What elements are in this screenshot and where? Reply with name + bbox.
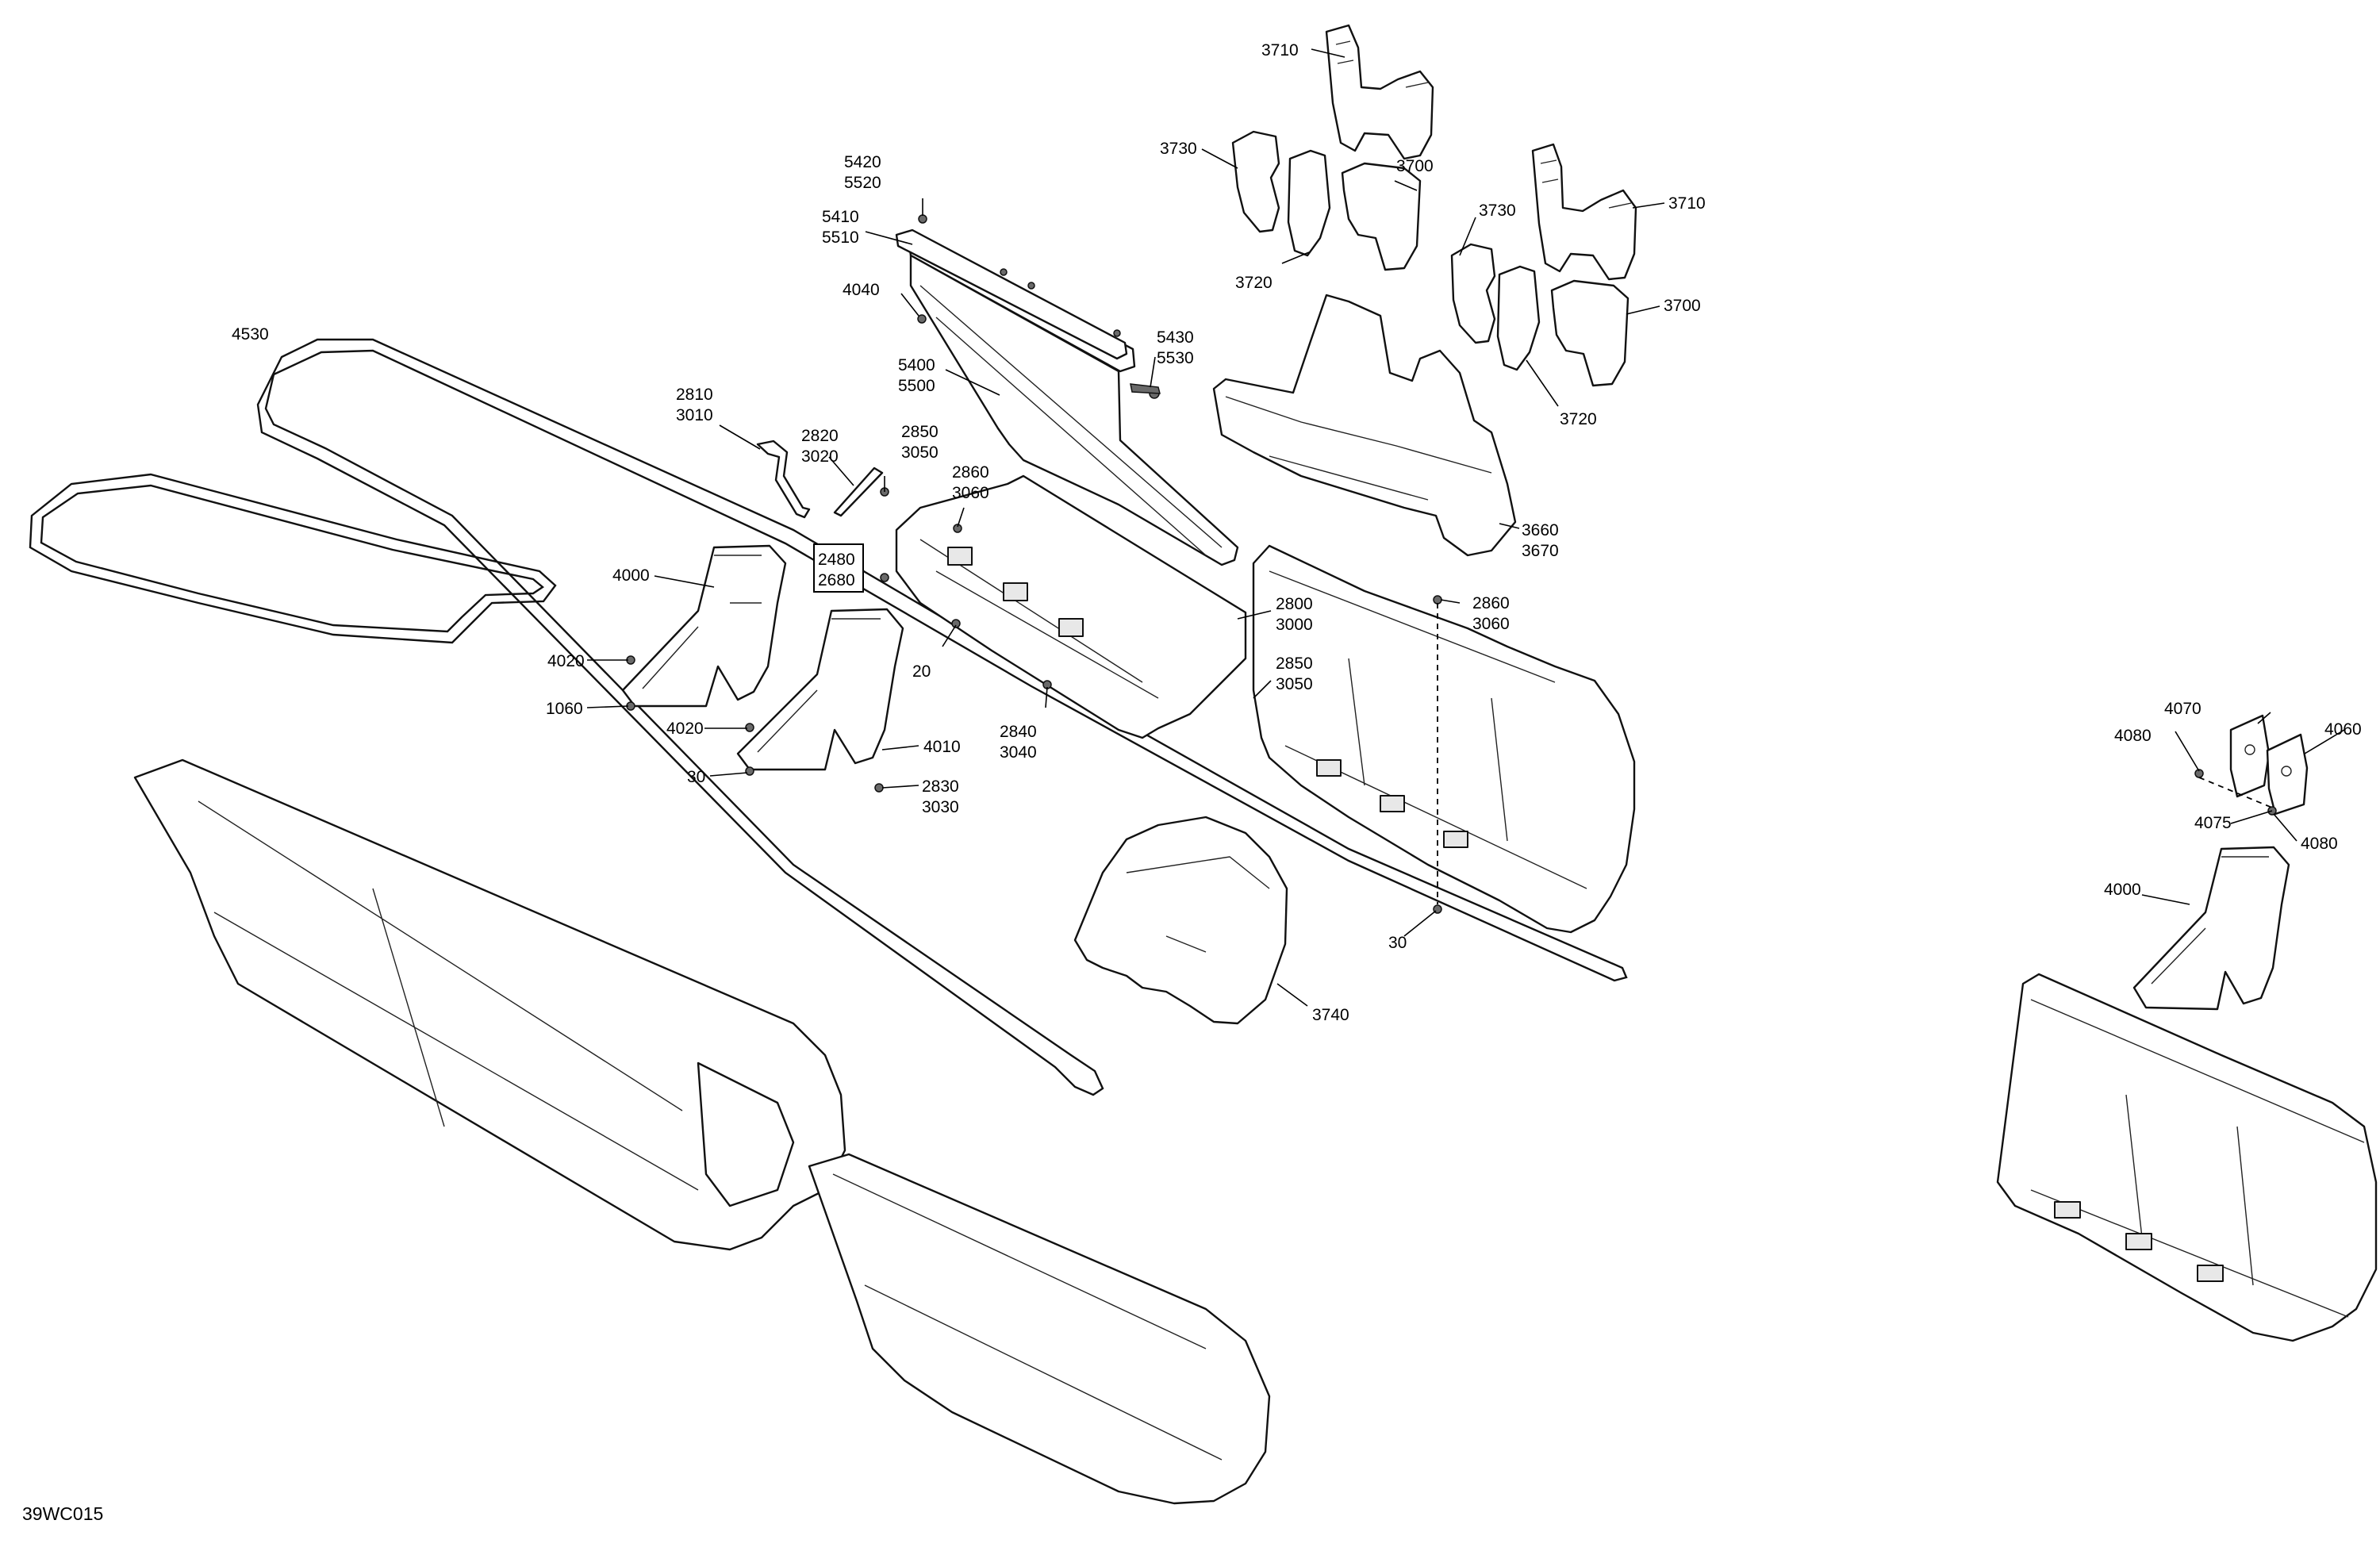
callout-3730b: 3730 [1479, 202, 1516, 220]
callout-4080a: 4080 [2114, 727, 2152, 745]
callout-4020a: 4020 [547, 652, 585, 670]
storage-box-3740 [1073, 816, 1288, 1025]
seat-cushion-3720-left [1287, 149, 1331, 257]
callout-4080b: 4080 [2301, 835, 2338, 853]
weatherstrip-seal-upper [256, 338, 1628, 1096]
callout-3720a: 3720 [1235, 274, 1273, 292]
callout-3700b: 3700 [1664, 297, 1701, 315]
seat-cushion-3720-right [1496, 265, 1541, 371]
callout-4530: 4530 [232, 325, 269, 344]
seat-cushion-3700-right [1550, 279, 1630, 387]
callout-4020b: 4020 [666, 720, 704, 738]
weatherstrip-seal-lower [29, 473, 557, 644]
storage-assembly-left-long [133, 758, 846, 1251]
callout-3700a: 3700 [1396, 157, 1434, 175]
callout-4000a: 4000 [612, 566, 650, 585]
seat-bracket-4000-right [2132, 846, 2290, 1011]
mounting-plate-4070 [2229, 714, 2271, 798]
callout-3740: 3740 [1312, 1006, 1349, 1024]
callout-1060: 1060 [546, 700, 583, 718]
seat-cushion-3700-left [1341, 162, 1422, 271]
seat-cushion-3710-top [1325, 24, 1434, 160]
callout-30b: 30 [1388, 934, 1407, 952]
rod-2820 [833, 466, 884, 517]
callout-20: 20 [912, 662, 931, 681]
callout-4075: 4075 [2194, 814, 2232, 832]
callout-3710b: 3710 [1668, 194, 1706, 213]
callout-4000b: 4000 [2104, 881, 2141, 899]
storage-assembly-right [1252, 544, 1636, 934]
callout-3730a: 3730 [1160, 140, 1197, 158]
callout-4040: 4040 [843, 281, 880, 299]
seat-cushion-3710-right [1531, 143, 1637, 281]
leader-lines [586, 48, 2345, 1007]
hinge-rail-5410 [895, 228, 1128, 360]
rod-2810 [756, 440, 811, 519]
callout-4010: 4010 [923, 738, 961, 756]
callout-4060: 4060 [2324, 720, 2362, 739]
callout-labels: 3710 3730 3700 3730 3710 3720 3700 3720 … [232, 41, 2362, 1024]
callout-3710a: 3710 [1261, 41, 1299, 60]
callout-30a: 30 [687, 768, 705, 786]
mounting-plate-4060 [2266, 733, 2309, 816]
storage-tray-2840 [895, 474, 1247, 739]
seat-cushion-3730-left [1231, 130, 1280, 233]
fasteners [626, 214, 2277, 914]
seat-bracket-4000-left [621, 544, 787, 708]
callout-3720b: 3720 [1560, 410, 1597, 428]
seat-cushion-3730-right [1450, 243, 1496, 344]
storage-assembly-far-right [1996, 973, 2378, 1342]
storage-assembly-left-short [808, 1153, 1271, 1505]
callout-2480-box [813, 543, 864, 593]
seat-bracket-4000-mid [736, 608, 904, 771]
figure-code: 39WC015 [22, 1503, 103, 1524]
callout-4070: 4070 [2164, 700, 2202, 718]
seat-base-3660 [1212, 294, 1517, 557]
